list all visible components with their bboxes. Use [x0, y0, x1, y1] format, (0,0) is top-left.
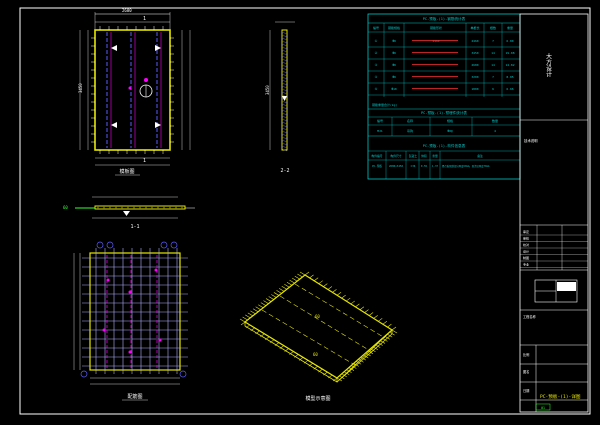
component-header: 备注 — [477, 154, 483, 158]
rebar-cell: 14 — [491, 63, 495, 67]
section-view-caption: 1-1 — [130, 224, 139, 230]
rebar-cell: Φ8 — [392, 63, 396, 67]
rebar-view-caption: 配筋图 — [127, 393, 142, 400]
rebar-cell: ④ — [375, 75, 378, 79]
component-cell: C30 — [411, 164, 416, 168]
rebar-cell: 19.08 — [505, 51, 514, 55]
component-cell: 0.55 — [421, 164, 428, 168]
rebar-view: 配筋图 — [73, 241, 188, 401]
embed-header-spec: 规格 — [447, 118, 453, 123]
sheet-number: 01 — [541, 406, 545, 410]
section-view: 60 1-1 — [63, 196, 195, 230]
rebar-cell: 7 — [492, 39, 494, 43]
rebar-cell: Φ10 — [391, 87, 397, 91]
rebar-cell: 1800 — [471, 87, 478, 91]
sheet-border — [19, 7, 591, 415]
rebar-header-weight: 重量 — [507, 25, 513, 30]
company-name: 大方设计 — [545, 52, 552, 78]
embed-cell: MJ1 — [377, 129, 383, 133]
rebar-cell: 3200 — [471, 75, 478, 79]
svg-text:1: 1 — [143, 158, 146, 164]
component-table: PC-预板-(1)-构件信息表 构件编号 构件尺寸 混凝土 体积 重量 备注 P… — [368, 143, 520, 179]
date-label: 日期 — [523, 388, 529, 393]
rebar-header-shape: 钢筋形状 — [430, 25, 442, 30]
rebar-table: PC-预板-(1)-钢筋统计表 编号 钢筋规格 钢筋形状 单根长 根数 重量 ①… — [368, 16, 520, 110]
rebar-cell: 6.80 — [506, 39, 513, 43]
rebar-cell: ③ — [375, 63, 378, 67]
rebar-cell: 2460 — [471, 39, 478, 43]
embed-header-qty: 数量 — [492, 118, 498, 123]
side-view-caption: 2-2 — [280, 168, 289, 174]
component-header: 重量 — [432, 154, 438, 158]
svg-text:60: 60 — [63, 205, 68, 210]
embed-cell: 吊钩 — [407, 128, 413, 133]
rebar-cell: Φ8 — [392, 39, 396, 43]
component-header: 构件尺寸 — [390, 154, 401, 158]
component-cell: 叠合板预制部分厚度60mm，现浇层厚度70mm — [442, 164, 490, 168]
plan-view: 1 1 3450 2680 模板图 — [78, 8, 191, 176]
component-cell: PC-预板 — [372, 164, 382, 168]
embed-cell: 4 — [494, 129, 496, 133]
embed-header-no: 编号 — [377, 118, 383, 123]
tech-note-label: 技术说明 — [524, 138, 538, 143]
svg-text:3450: 3450 — [78, 83, 83, 93]
rebar-cell: 6.66 — [506, 87, 513, 91]
rebar-cell: 3450 — [471, 51, 478, 55]
rebar-table-note: 钢筋重量合计(kg) — [372, 102, 397, 107]
component-header: 构件编号 — [371, 154, 382, 158]
embed-table-title: PC-预板-(1)-预埋件统计表 — [421, 110, 467, 115]
component-cell: 1.37 — [432, 164, 439, 168]
svg-text:60: 60 — [313, 352, 318, 357]
svg-text:1: 1 — [143, 16, 146, 22]
rebar-cell: 8.85 — [506, 75, 513, 79]
rebar-header-spec: 钢筋规格 — [388, 25, 400, 30]
rebar-cell: 14.82 — [505, 63, 514, 67]
rebar-cell: 7 — [492, 75, 494, 79]
rebar-cell: 14 — [491, 51, 495, 55]
role-label: 审核 — [523, 236, 529, 241]
iso-view-caption: 模型示意图 — [305, 395, 330, 402]
project-label: 工程名称 — [523, 314, 537, 319]
component-table-title: PC-预板-(1)-构件信息表 — [423, 143, 466, 148]
rebar-slab-outline — [89, 252, 181, 371]
rebar-cell: ⑤ — [375, 87, 378, 91]
rebar-table-title: PC-预板-(1)-钢筋统计表 — [423, 16, 466, 21]
embed-header-name: 名称 — [407, 118, 413, 123]
svg-text:2680: 2680 — [122, 8, 132, 13]
component-cell: 2680×3450 — [389, 164, 403, 168]
rebar-cell: Φ8 — [392, 75, 396, 79]
scale-label: 比例 — [523, 352, 529, 357]
role-label: 专业 — [523, 262, 529, 267]
role-label: 设计 — [523, 249, 529, 254]
role-label: 审定 — [523, 229, 529, 234]
rebar-cell: 6 — [492, 87, 494, 91]
plan-view-caption: 模板图 — [119, 168, 134, 175]
tables-panel: PC-预板-(1)-钢筋统计表 编号 钢筋规格 钢筋形状 单根长 根数 重量 ①… — [367, 13, 521, 180]
component-header: 混凝土 — [409, 154, 418, 158]
embed-table: PC-预板-(1)-预埋件统计表 编号 名称 规格 数量 MJ1 吊钩 Φ8@ … — [368, 110, 520, 137]
rebar-cell: Φ8 — [392, 51, 396, 55]
drawing-name: PC-预板-(1)-详图 — [540, 393, 581, 400]
rebar-header-no: 编号 — [373, 25, 379, 30]
rebar-cell: 2680 — [471, 63, 478, 67]
rebar-cell: 2460 — [432, 39, 439, 43]
rebar-header-count: 根数 — [490, 25, 496, 30]
rebar-header-length: 单根长 — [470, 25, 479, 30]
svg-text:3450: 3450 — [265, 85, 270, 95]
component-header: 体积 — [421, 154, 427, 158]
rebar-cell: ② — [375, 51, 378, 55]
drawing-label: 图名 — [523, 369, 529, 374]
iso-view: 60 60 模型示意图 — [239, 271, 398, 402]
role-label: 校对 — [523, 242, 529, 247]
plan-slab-outline — [94, 29, 171, 151]
embed-cell: Φ8@ — [447, 129, 453, 133]
rebar-cell: ① — [375, 39, 378, 43]
role-label: 制图 — [523, 255, 529, 260]
logo-mark — [557, 282, 576, 291]
iso-slab-outline — [243, 274, 394, 379]
svg-text:60: 60 — [315, 314, 320, 319]
side-view: 3450 2-2 — [265, 21, 295, 174]
